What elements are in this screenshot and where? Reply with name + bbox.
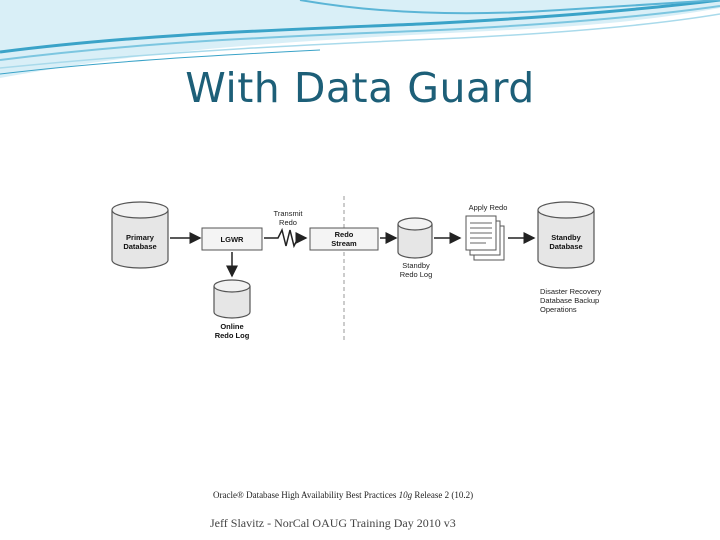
transmit-redo-arrow [264, 227, 308, 249]
caption-suffix: Release 2 (10.2) [412, 490, 474, 500]
lgwr-label: LGWR [221, 235, 244, 244]
apply-redo-label: Apply Redo [469, 203, 508, 212]
dr-label-3: Operations [540, 305, 577, 314]
lgwr-box [201, 227, 263, 251]
standby-database-label-2: Database [549, 242, 582, 251]
standby-redo-log-label-2: Redo Log [400, 270, 433, 279]
online-redo-log-label-2: Redo Log [215, 331, 250, 340]
caption-version: 10g [398, 490, 413, 500]
standby-redo-log-label-1: Standby [402, 261, 430, 270]
primary-database-label-2: Database [123, 242, 156, 251]
dr-label-1: Disaster Recovery [540, 287, 602, 296]
slide-title: With Data Guard [185, 64, 535, 112]
standby-database-icon [537, 201, 595, 269]
standby-database-label-1: Standby [551, 233, 581, 242]
transmit-label-2: Redo [279, 218, 297, 227]
apply-redo-documents-icon [465, 215, 505, 261]
primary-database-label-1: Primary [126, 233, 155, 242]
standby-redo-log-icon [397, 217, 433, 259]
redo-stream-label-1: Redo [335, 230, 354, 239]
online-redo-log-label-1: Online [220, 322, 243, 331]
slide-footer: Jeff Slavitz - NorCal OAUG Training Day … [210, 516, 456, 530]
dr-label-2: Database Backup [540, 296, 599, 305]
caption-prefix: Oracle® Database High Availability Best … [213, 490, 399, 500]
redo-stream-box [309, 227, 379, 251]
redo-stream-label-2: Stream [331, 239, 357, 248]
online-redo-log-icon [213, 279, 251, 319]
figure-caption: Oracle® Database High Availability Best … [213, 490, 473, 500]
header-wave-decoration [0, 0, 720, 78]
primary-database-icon [111, 201, 169, 269]
transmit-label-1: Transmit [274, 209, 304, 218]
data-guard-diagram: Primary Database LGWR Transmit Redo Redo… [111, 196, 602, 340]
